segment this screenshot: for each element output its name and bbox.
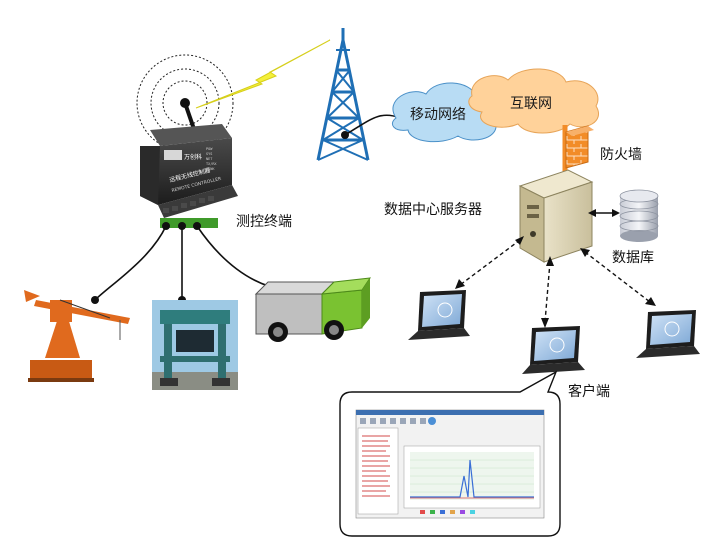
- laptop-icon: [408, 290, 470, 340]
- gantry-crane-icon: [152, 300, 238, 390]
- client-label: 客户端: [568, 384, 610, 400]
- device-led-label: TX/RX: [206, 162, 217, 166]
- client-links: [459, 239, 651, 323]
- database-label: 数据库: [612, 250, 654, 266]
- database-icon: [619, 189, 659, 242]
- device-led-label: POW: [206, 147, 213, 151]
- device-led-label: LINK: [206, 167, 215, 171]
- cell-tower-icon: [316, 28, 370, 161]
- server-database-arrow: [588, 209, 620, 217]
- port-crane-icon: [24, 290, 130, 382]
- laptop-icon: [522, 326, 585, 374]
- truck-icon: [254, 277, 372, 342]
- server-label: 数据中心服务器: [384, 202, 482, 218]
- server-icon: [518, 169, 594, 263]
- field-cables: [94, 225, 286, 301]
- firewall-icon: [565, 125, 594, 169]
- internet-cloud: [468, 68, 599, 134]
- terminal-label: 测控终端: [236, 214, 292, 230]
- mobile-network-label: 移动网络: [410, 107, 466, 123]
- client-software-callout: [339, 370, 561, 537]
- device-led-label: NET: [206, 157, 213, 161]
- lightning-bolt-icon: [195, 39, 331, 109]
- internet-label: 互联网: [510, 96, 552, 112]
- device-brand: 万创科: [184, 153, 202, 161]
- device-led-label: SYS: [206, 152, 212, 156]
- laptop-icon: [636, 310, 700, 358]
- firewall-label: 防火墙: [600, 147, 642, 163]
- remote-controller-device: 万创科 远程无线控制器 REMOTE CONTROLLER POW SYS NE…: [140, 102, 238, 230]
